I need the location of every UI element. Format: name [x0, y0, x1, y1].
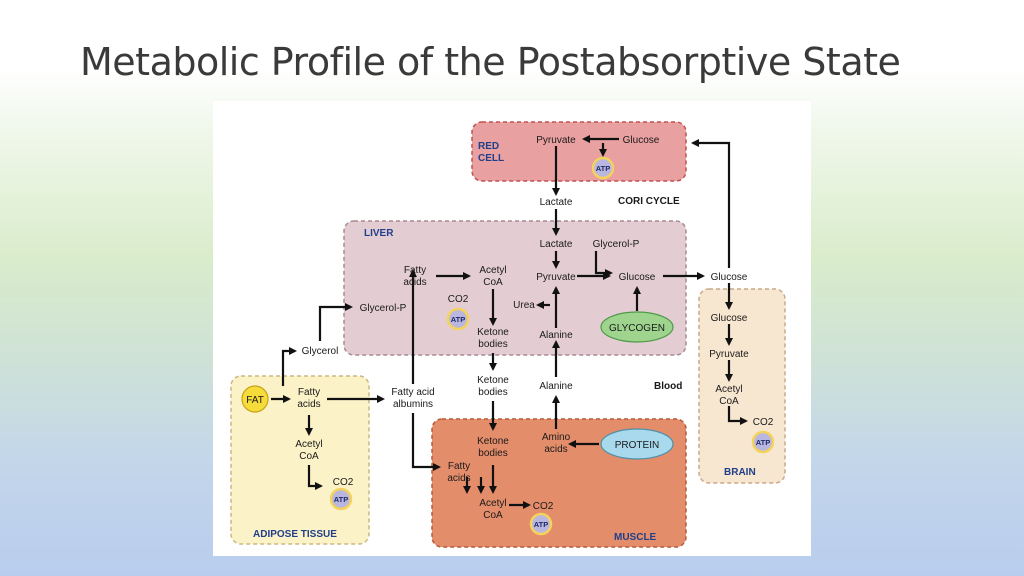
glycogen-label: GLYCOGEN	[609, 323, 665, 334]
liver-compartment	[343, 220, 687, 356]
rc-atp-badge: ATP	[591, 156, 615, 180]
br-pyruvate: Pyruvate	[709, 349, 749, 360]
glucose-blood: Glucose	[711, 272, 748, 283]
svg-text:ATP: ATP	[756, 438, 770, 447]
lv-glycerol-p-left: Glycerol-P	[360, 303, 407, 314]
lv-urea: Urea	[513, 300, 535, 311]
mu-co2: CO2	[533, 501, 554, 512]
fat-circle	[241, 385, 269, 413]
fat-label: FAT	[246, 395, 264, 406]
ad-co2: CO2	[333, 477, 354, 488]
svg-text:ATP: ATP	[334, 495, 348, 504]
ad-atp-badge: ATP	[329, 487, 353, 511]
svg-text:ATP: ATP	[596, 164, 610, 173]
lv-co2: CO2	[448, 294, 469, 305]
lv-alanine: Alanine	[539, 330, 573, 341]
cori-cycle-label: CORI CYCLE	[618, 196, 680, 207]
pathway-arrows	[271, 135, 748, 509]
glycogen-oval	[600, 311, 674, 343]
blood-label: Blood	[654, 381, 682, 392]
protein-label: PROTEIN	[615, 440, 659, 451]
slide-title: Metabolic Profile of the Postabsorptive …	[80, 40, 901, 84]
lv-glycerol-p-top: Glycerol-P	[593, 239, 640, 250]
brain-label: BRAIN	[724, 467, 756, 478]
mu-atp-badge: ATP	[529, 512, 553, 536]
lv-lactate: Lactate	[540, 239, 573, 250]
lv-atp-badge: ATP	[446, 307, 470, 331]
svg-text:ATP: ATP	[534, 520, 548, 529]
glycerol-blood: Glycerol	[302, 346, 339, 357]
rc-pyruvate: Pyruvate	[536, 135, 576, 146]
red-cell-compartment	[471, 121, 687, 182]
svg-text:ATP: ATP	[451, 315, 465, 324]
lv-pyruvate: Pyruvate	[536, 272, 576, 283]
lv-glucose: Glucose	[619, 272, 656, 283]
lactate-blood: Lactate	[540, 197, 573, 208]
br-glucose: Glucose	[711, 313, 748, 324]
adipose-label: ADIPOSE TISSUE	[253, 529, 337, 540]
alanine-blood: Alanine	[539, 381, 573, 392]
br-co2: CO2	[753, 417, 774, 428]
rc-glucose: Glucose	[623, 135, 660, 146]
muscle-label: MUSCLE	[614, 532, 657, 543]
br-atp-badge: ATP	[751, 430, 775, 454]
protein-oval	[600, 428, 674, 460]
liver-label: LIVER	[364, 228, 394, 239]
